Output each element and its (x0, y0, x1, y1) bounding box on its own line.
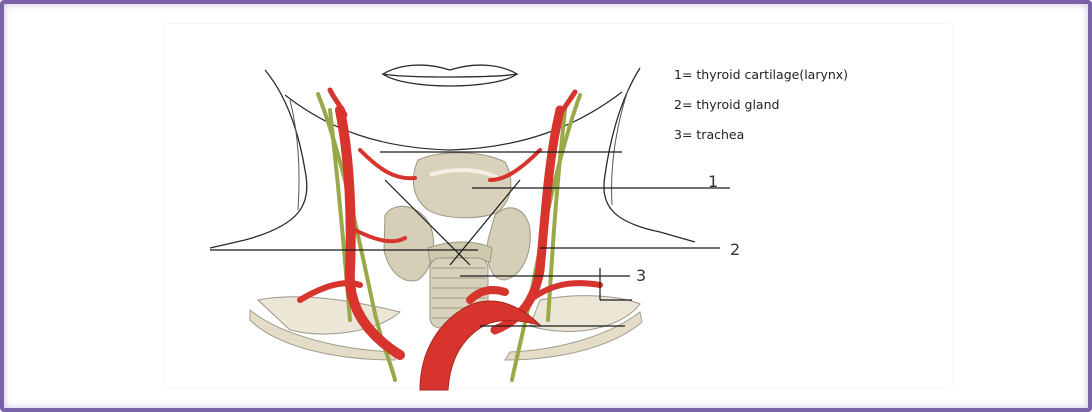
legend-item-2: 2= thyroid gland (674, 96, 848, 126)
thyroid-left-lobe (384, 206, 434, 281)
callout-number-3: 3 (636, 266, 646, 285)
legend-item-3: 3= trachea (674, 126, 848, 156)
legend-item-1: 1= thyroid cartilage(larynx) (674, 66, 848, 96)
upper-lip (383, 65, 517, 77)
thyroid-right-lobe (487, 208, 530, 280)
legend: 1= thyroid cartilage(larynx) 2= thyroid … (674, 66, 848, 156)
neck-outline-left (210, 70, 307, 248)
callout-number-2: 2 (730, 240, 740, 259)
callout-number-1: 1 (708, 172, 718, 191)
